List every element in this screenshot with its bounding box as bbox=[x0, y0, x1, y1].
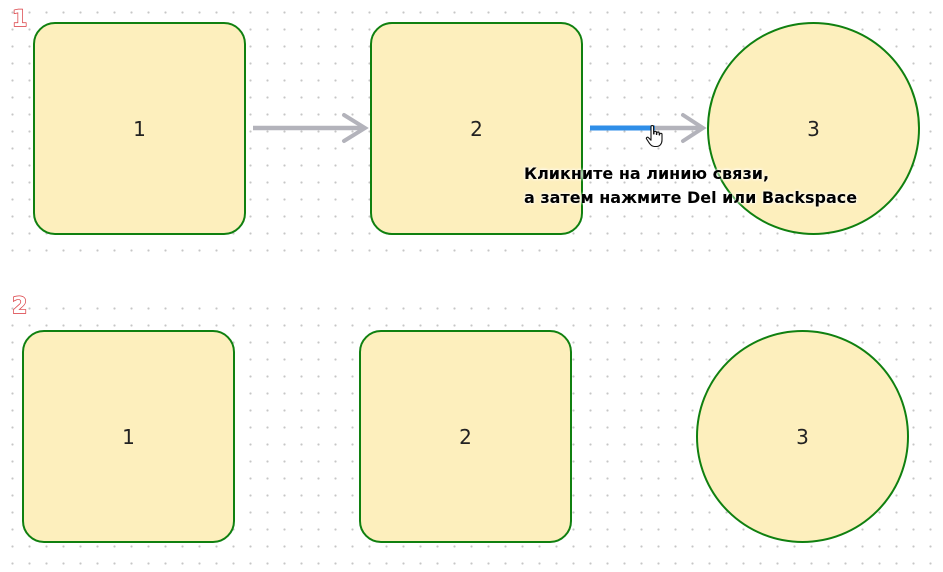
node-3-top[interactable]: 3 bbox=[707, 22, 920, 235]
node-label: 2 bbox=[459, 424, 472, 449]
node-label: 3 bbox=[796, 424, 809, 449]
node-2-bottom[interactable]: 2 bbox=[359, 330, 572, 543]
node-2-top[interactable]: 2 bbox=[370, 22, 583, 235]
node-1-bottom[interactable]: 1 bbox=[22, 330, 235, 543]
node-label: 3 bbox=[807, 116, 820, 141]
hand-pointer-icon bbox=[645, 124, 663, 148]
node-label: 1 bbox=[133, 116, 146, 141]
node-3-bottom[interactable]: 3 bbox=[696, 330, 909, 543]
step-badge-2: 2 bbox=[11, 294, 28, 319]
hint-line-2: а затем нажмите Del или Backspace bbox=[524, 188, 858, 207]
node-label: 1 bbox=[122, 424, 135, 449]
hint-line-1: Кликните на линию связи, bbox=[524, 164, 770, 183]
instruction-hint: Кликните на линию связи, а затем нажмите… bbox=[524, 162, 857, 210]
node-label: 2 bbox=[470, 116, 483, 141]
step-badge-1: 1 bbox=[11, 7, 28, 32]
node-1-top[interactable]: 1 bbox=[33, 22, 246, 235]
